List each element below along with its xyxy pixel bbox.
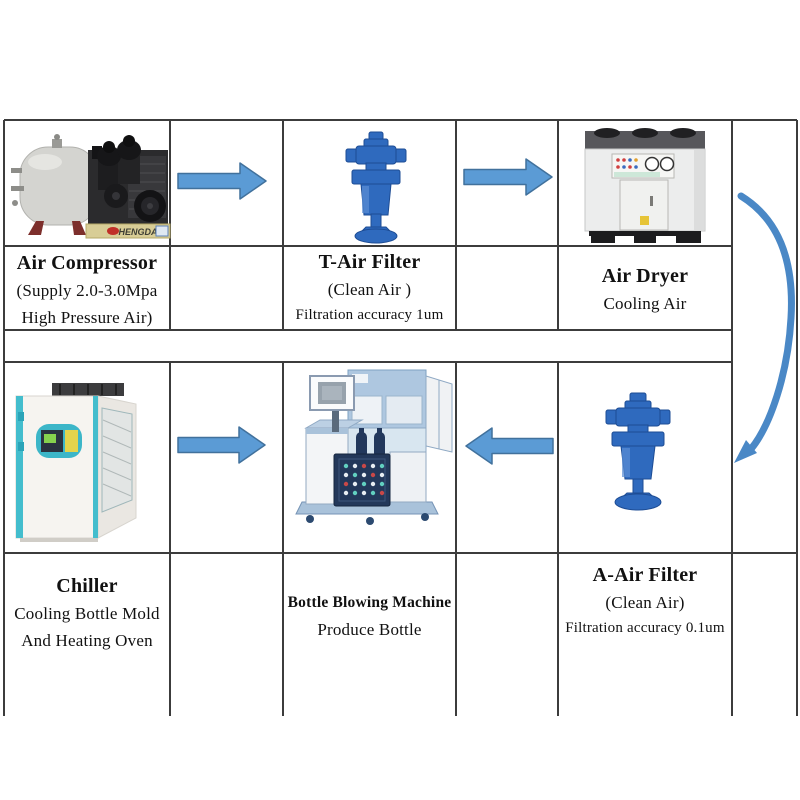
- bottle-blowing-machine-title: Bottle Blowing Machine: [287, 594, 452, 611]
- arrow-chiller-to-machine-icon: [177, 426, 266, 464]
- t-air-filter-title: T-Air Filter: [318, 251, 421, 273]
- air-compressor-line3: High Pressure Air): [21, 308, 153, 327]
- bottle-blowing-machine-label-cell: Bottle Blowing Machine Produce Bottle: [283, 589, 456, 643]
- chiller-label-cell: Chiller Cooling Bottle Mold And Heating …: [4, 573, 170, 654]
- air-compressor-label-cell: Air Compressor (Supply 2.0-3.0Mpa High P…: [4, 250, 170, 331]
- air-compressor-line2: (Supply 2.0-3.0Mpa: [16, 281, 158, 300]
- air-compressor-photo: HENGDA: [11, 134, 171, 239]
- chiller-line2: Cooling Bottle Mold: [14, 604, 160, 623]
- chiller-title: Chiller: [56, 575, 118, 597]
- a-air-filter-line2: (Clean Air): [605, 593, 685, 612]
- table-grid: [3, 119, 798, 716]
- a-air-filter-line3: Filtration accuracy 0.1um: [565, 620, 725, 636]
- a-air-filter-title: A-Air Filter: [592, 564, 698, 586]
- a-air-filter-label-cell: A-Air Filter (Clean Air) Filtration accu…: [558, 562, 732, 641]
- air-dryer-line2: Cooling Air: [603, 294, 687, 313]
- t-air-filter-line2: (Clean Air ): [327, 280, 412, 299]
- t-air-filter-photo: [345, 131, 407, 244]
- arrow-afilter-to-machine-icon: [465, 427, 554, 465]
- compressor-brand-label: HENGDA: [118, 227, 157, 237]
- air-dryer-photo: [584, 128, 706, 243]
- a-air-filter-photo: [605, 392, 671, 511]
- chiller-line3: And Heating Oven: [21, 631, 153, 650]
- t-air-filter-line3: Filtration accuracy 1um: [295, 307, 444, 323]
- air-compressor-title: Air Compressor: [16, 252, 158, 274]
- chiller-photo: [15, 383, 137, 542]
- curved-arrow-dryer-to-afilter-icon: [734, 192, 795, 463]
- arrow-tfilter-to-dryer-icon: [463, 158, 553, 196]
- bottle-blowing-machine-photo: [295, 369, 453, 525]
- bottle-blowing-machine-line2: Produce Bottle: [317, 620, 422, 639]
- t-air-filter-label-cell: T-Air Filter (Clean Air ) Filtration acc…: [283, 249, 456, 328]
- air-dryer-title: Air Dryer: [601, 265, 689, 287]
- arrow-compressor-to-tfilter-icon: [177, 162, 267, 200]
- air-dryer-label-cell: Air Dryer Cooling Air: [558, 263, 732, 317]
